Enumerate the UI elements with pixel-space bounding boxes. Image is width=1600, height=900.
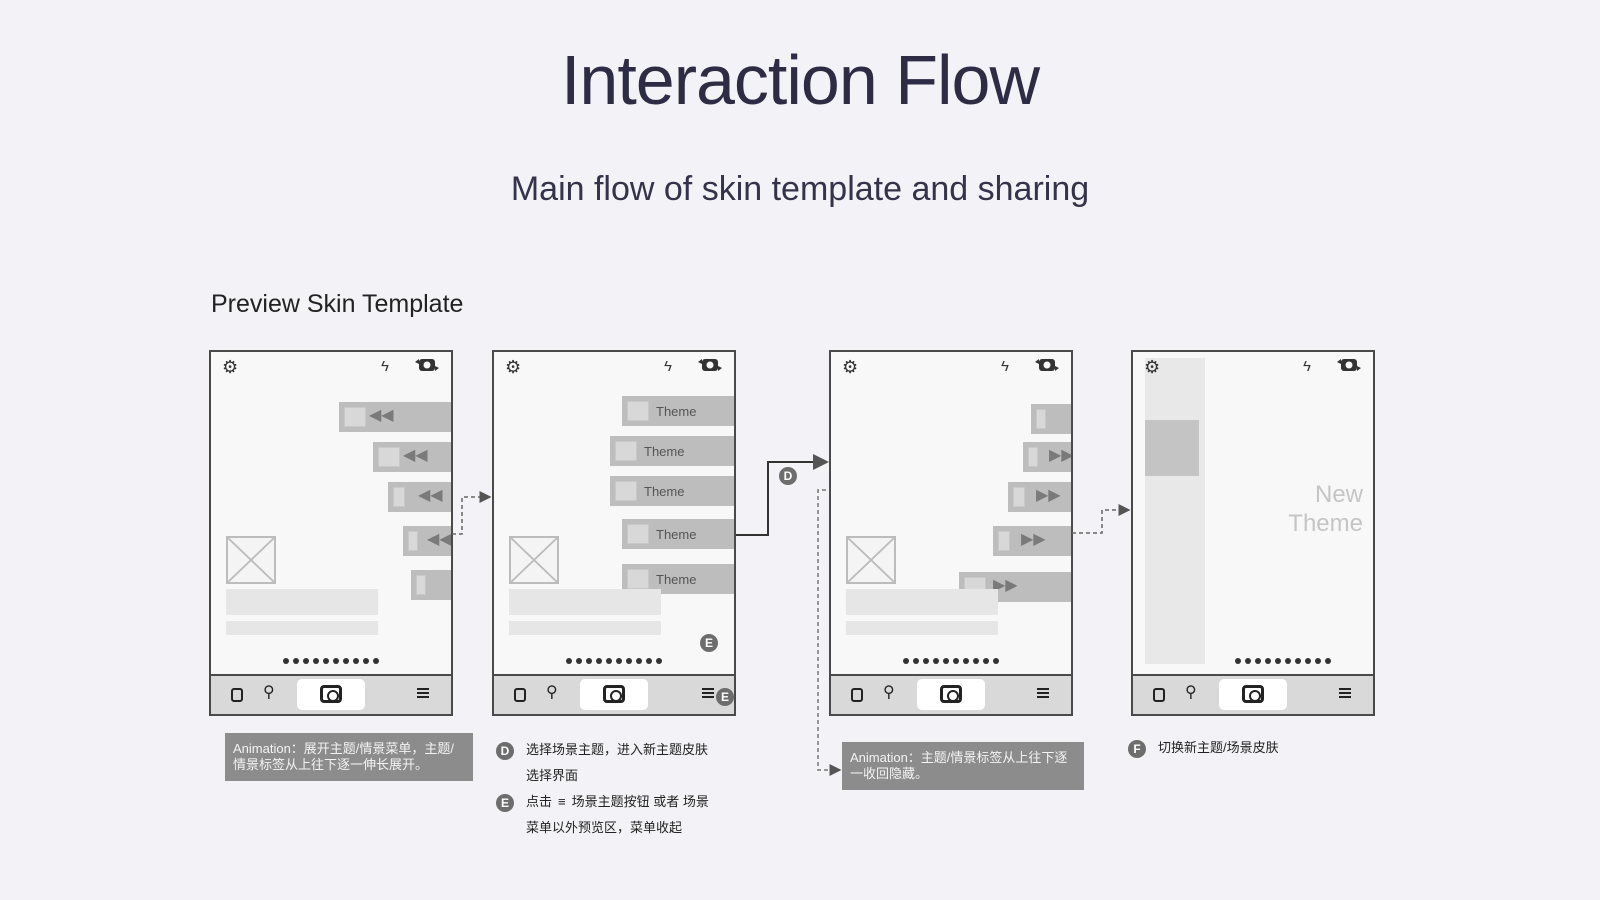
rewind-arrow-icon: ◀◀ (418, 487, 443, 504)
retracting-tab-3[interactable]: ▶▶ (1008, 482, 1071, 512)
camera-icon (320, 685, 342, 703)
text-placeholder-bar (509, 589, 661, 615)
section-title: Preview Skin Template (211, 290, 464, 318)
image-placeholder-icon (509, 536, 559, 584)
text-placeholder-bar (226, 589, 378, 615)
badge-e: E (496, 793, 514, 812)
menu-icon[interactable] (1339, 688, 1351, 698)
fast-forward-arrow-icon: ▶▶ (1049, 447, 1073, 464)
theme-tab-3[interactable]: Theme (610, 476, 734, 506)
collapsed-tab-1[interactable]: ◀◀ (339, 402, 451, 432)
menu-icon[interactable] (702, 688, 714, 698)
gear-icon: ⚙ (505, 357, 522, 377)
retracting-tab-4[interactable]: ▶▶ (993, 526, 1071, 556)
flash-icon: ϟ (1303, 358, 1311, 375)
image-placeholder-icon (846, 536, 896, 584)
gallery-icon[interactable] (514, 688, 526, 702)
collapsed-tab-4[interactable]: ◀◀ (403, 526, 451, 556)
camera-icon (940, 685, 962, 703)
location-pin-icon[interactable]: ⚲ (263, 684, 275, 701)
badge-d: D (496, 741, 514, 760)
theme-tab-4[interactable]: Theme (622, 519, 734, 549)
theme-tab-1[interactable]: Theme (622, 396, 734, 426)
shutter-button[interactable] (1219, 679, 1287, 710)
location-pin-icon[interactable]: ⚲ (546, 684, 558, 701)
theme-preview-block (1145, 420, 1199, 476)
page-indicator (211, 657, 451, 666)
page-title: Interaction Flow (560, 41, 1040, 119)
connector-3-4 (1072, 504, 1131, 534)
bottom-toolbar: ⚲ (211, 674, 451, 714)
page-indicator (831, 657, 1071, 666)
bottom-toolbar: ⚲ (831, 674, 1071, 714)
connector-2-3 (736, 454, 829, 536)
badge-e: E (700, 634, 718, 652)
badge-d: D (779, 467, 797, 485)
menu-icon[interactable] (1037, 688, 1049, 698)
theme-transition-panel (1145, 358, 1205, 664)
text-placeholder-bar (509, 621, 661, 635)
bottom-toolbar: ⚲ E (494, 674, 734, 714)
camera-flip-icon (1337, 359, 1361, 371)
connector-3-note (817, 489, 842, 776)
image-placeholder-icon (226, 536, 276, 584)
text-placeholder-bar (226, 621, 378, 635)
gallery-icon[interactable] (231, 688, 243, 702)
connector-1-2 (452, 491, 492, 535)
fast-forward-arrow-icon: ▶▶ (1036, 487, 1061, 504)
rewind-arrow-icon: ◀◀ (369, 407, 394, 424)
animation-note-expand: Animation：展开主题/情景菜单，主题/情景标签从上往下逐一伸长展开。 (225, 733, 473, 781)
badge-f: F (1128, 739, 1146, 758)
text-placeholder-bar (846, 621, 998, 635)
gallery-icon[interactable] (851, 688, 863, 702)
menu-icon: ≡ (558, 794, 566, 809)
gear-icon: ⚙ (1144, 357, 1161, 377)
badge-e: E (716, 688, 734, 706)
collapsed-tab-3[interactable]: ◀◀ (388, 482, 451, 512)
flash-icon: ϟ (381, 358, 389, 375)
theme-tab-2[interactable]: Theme (610, 436, 734, 466)
phone-mockup-3: ⚙ ϟ ▶▶ ▶▶ ▶▶ ▶▶ ⚲ (829, 350, 1073, 716)
bottom-toolbar: ⚲ (1133, 674, 1373, 714)
collapsed-tab-2[interactable]: ◀◀ (373, 442, 451, 472)
rewind-arrow-icon: ◀◀ (403, 447, 428, 464)
phone-mockup-2: ⚙ ϟ Theme Theme Theme Theme Theme E ⚲ E (492, 350, 736, 716)
page-subtitle: Main flow of skin template and sharing (510, 170, 1090, 208)
fast-forward-arrow-icon: ▶▶ (993, 577, 1018, 594)
text-placeholder-bar (846, 589, 998, 615)
animation-note-collapse: Animation：主题/情景标签从上往下逐一收回隐藏。 (842, 742, 1084, 790)
flash-icon: ϟ (1001, 358, 1009, 375)
collapsed-tab-5[interactable] (411, 570, 451, 600)
shutter-button[interactable] (297, 679, 365, 710)
gallery-icon[interactable] (1153, 688, 1165, 702)
page-indicator (1163, 657, 1373, 666)
retracting-tab-1[interactable] (1031, 404, 1071, 434)
camera-icon (603, 685, 625, 703)
phone-mockup-1: ⚙ ϟ ◀◀ ◀◀ ◀◀ ◀◀ ⚲ (209, 350, 453, 716)
camera-flip-icon (415, 359, 439, 371)
retracting-tab-2[interactable]: ▶▶ (1023, 442, 1071, 472)
gear-icon: ⚙ (222, 357, 239, 377)
flash-icon: ϟ (664, 358, 672, 375)
shutter-button[interactable] (580, 679, 648, 710)
fast-forward-arrow-icon: ▶▶ (1021, 531, 1046, 548)
camera-flip-icon (1035, 359, 1059, 371)
gear-icon: ⚙ (842, 357, 859, 377)
location-pin-icon[interactable]: ⚲ (1185, 684, 1197, 701)
menu-icon[interactable] (417, 688, 429, 698)
rewind-arrow-icon: ◀◀ (427, 531, 452, 548)
camera-icon (1242, 685, 1264, 703)
shutter-button[interactable] (917, 679, 985, 710)
page-indicator (494, 657, 734, 666)
camera-flip-icon (698, 359, 722, 371)
location-pin-icon[interactable]: ⚲ (883, 684, 895, 701)
